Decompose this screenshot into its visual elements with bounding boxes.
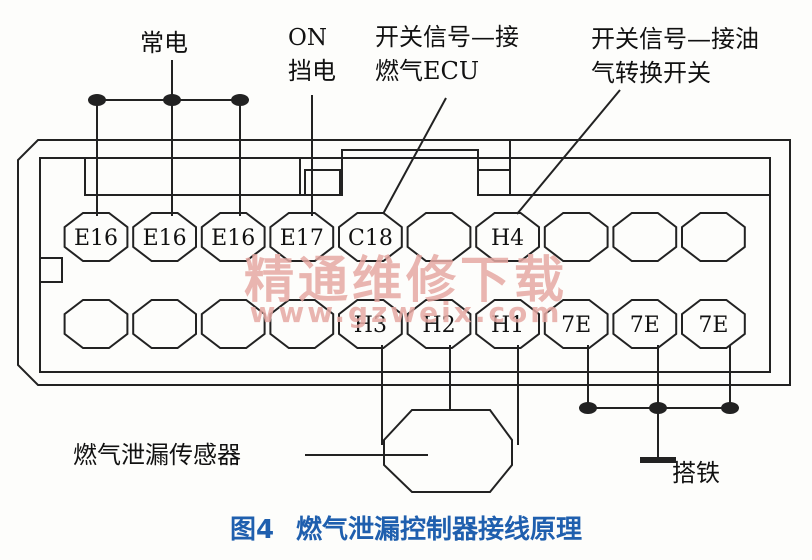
top-row-pin-label: C18	[348, 226, 393, 251]
top-row-pin-label: E16	[143, 226, 187, 251]
connector-key-top	[84, 158, 301, 196]
bottom-row-pin	[63, 299, 129, 349]
label-signal-ecu-line1: 开关信号—接	[375, 23, 519, 51]
sensor-body	[383, 409, 513, 493]
label-ground: 搭铁	[672, 459, 720, 487]
label-signal-switch-line1: 开关信号—接油	[591, 25, 759, 53]
connector-left-notch	[40, 257, 63, 283]
top-row-pin-label: E16	[211, 226, 255, 251]
junction-dot	[649, 402, 667, 414]
bottom-row-pin	[543, 299, 609, 349]
connector-key-block	[304, 169, 341, 196]
bottom-row-pin-label: H3	[354, 313, 387, 338]
label-always-power: 常电	[140, 29, 188, 57]
label-on-power-line1: ON	[288, 25, 327, 51]
bottom-row-pin-label: H2	[422, 313, 455, 338]
top-row-pin	[612, 212, 678, 262]
figure-number: 图4	[229, 515, 275, 545]
label-signal-switch-line2: 气转换开关	[591, 59, 711, 87]
top-row-pin	[269, 212, 335, 262]
connector-key-center	[341, 140, 511, 196]
label-on-power-line2: 挡电	[288, 57, 336, 85]
junction-dot	[721, 402, 739, 414]
bottom-row-pin	[406, 299, 472, 349]
label-signal-ecu-line2: 燃气ECU	[375, 57, 480, 85]
leader-signal-switch	[516, 89, 621, 215]
top-row-pin	[132, 212, 197, 262]
bottom-row-pin	[338, 299, 403, 349]
top-row-pin	[475, 212, 540, 262]
connector-housing-inner	[39, 157, 771, 373]
connector-housing-outer	[17, 139, 791, 386]
junction-dot	[163, 94, 181, 106]
bottom-row-pin-label: 7E	[698, 313, 728, 338]
bottom-row-pin	[132, 299, 197, 349]
figure-title: 燃气泄漏控制器接线原理	[296, 515, 583, 545]
bottom-row-pin-label: 7E	[561, 313, 591, 338]
junction-dot	[579, 402, 597, 414]
top-row-pin-label: E17	[280, 226, 324, 251]
junction-dot	[231, 94, 249, 106]
bottom-row-pin-label: 7E	[630, 313, 660, 338]
label-sensor: 燃气泄漏传感器	[73, 441, 241, 469]
bottom-row-pin	[612, 299, 678, 349]
bottom-row-pin	[200, 299, 266, 349]
top-row-pin	[63, 212, 129, 262]
top-row-pin	[406, 212, 472, 262]
top-row-pin	[543, 212, 609, 262]
top-row-pin	[200, 212, 266, 262]
junction-dot	[88, 94, 106, 106]
bottom-row-pin	[475, 299, 540, 349]
bottom-row-pin	[681, 299, 746, 349]
leader-signal-ecu	[382, 97, 447, 215]
figure-caption: 图4 燃气泄漏控制器接线原理	[0, 509, 812, 546]
top-row-pin-label: E16	[74, 226, 118, 251]
top-row-pin	[681, 212, 746, 262]
top-row-pin	[338, 212, 403, 262]
connector-key-divider	[300, 158, 343, 196]
top-row-pin-label: H4	[491, 226, 524, 251]
bottom-row-pin	[269, 299, 335, 349]
bottom-row-pin-label: H1	[491, 313, 524, 338]
